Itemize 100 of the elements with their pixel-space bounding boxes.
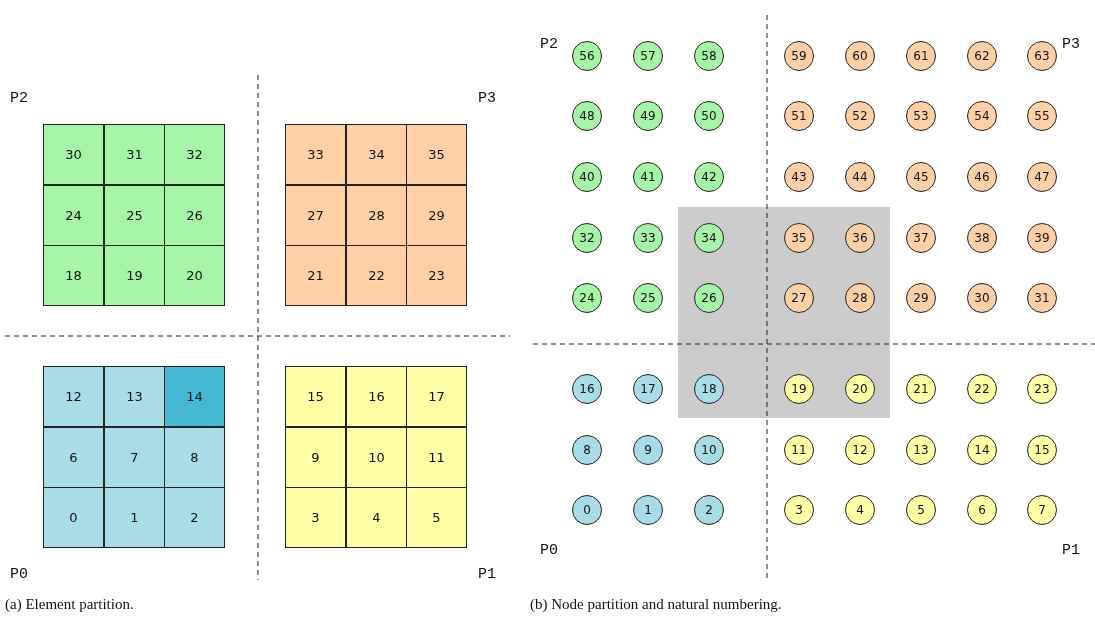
element-cell: 30 [43, 124, 104, 185]
mesh-node-circle: 42 [694, 162, 724, 192]
mesh-node-circle: 54 [967, 101, 997, 131]
element-cell: 26 [164, 185, 225, 246]
element-cell: 19 [104, 245, 165, 306]
mesh-node-circle: 38 [967, 223, 997, 253]
mesh-node-circle: 16 [572, 374, 602, 404]
mesh-node-circle: 7 [1027, 495, 1057, 525]
figure-caption: (a) Element partition. [5, 596, 134, 613]
mesh-node-circle: 32 [572, 223, 602, 253]
mesh-node-circle: 50 [694, 101, 724, 131]
mesh-node-circle: 5 [906, 495, 936, 525]
element-cell: 1 [104, 487, 165, 548]
mesh-node-circle: 40 [572, 162, 602, 192]
mesh-node-circle: 22 [967, 374, 997, 404]
mesh-node-circle: 51 [784, 101, 814, 131]
element-cell: 11 [406, 427, 467, 488]
element-cell: 27 [285, 185, 346, 246]
mesh-node-circle: 21 [906, 374, 936, 404]
mesh-node-circle: 41 [633, 162, 663, 192]
element-cell: 5 [406, 487, 467, 548]
element-cell: 15 [285, 366, 346, 427]
element-cell: 22 [346, 245, 407, 306]
mesh-node-circle: 45 [906, 162, 936, 192]
mesh-node-circle: 10 [694, 435, 724, 465]
partition-label: P1 [1062, 542, 1080, 559]
partition-label: P0 [540, 542, 558, 559]
mesh-node-circle: 3 [784, 495, 814, 525]
mesh-node-circle: 4 [845, 495, 875, 525]
element-cell: 14 [164, 366, 225, 427]
mesh-node-circle: 23 [1027, 374, 1057, 404]
mesh-node-circle: 48 [572, 101, 602, 131]
mesh-node-circle: 49 [633, 101, 663, 131]
partition-label: P2 [10, 90, 28, 107]
element-cell: 34 [346, 124, 407, 185]
mesh-node-circle: 9 [633, 435, 663, 465]
mesh-node-circle: 53 [906, 101, 936, 131]
mesh-node-circle: 43 [784, 162, 814, 192]
mesh-node-circle: 29 [906, 283, 936, 313]
partition-label: P2 [540, 36, 558, 53]
mesh-node-circle: 0 [572, 495, 602, 525]
element-cell: 18 [43, 245, 104, 306]
mesh-node-circle: 59 [784, 41, 814, 71]
mesh-node-circle: 14 [967, 435, 997, 465]
mesh-node-circle: 61 [906, 41, 936, 71]
mesh-node-circle: 12 [845, 435, 875, 465]
mesh-node-circle: 17 [633, 374, 663, 404]
mesh-node-circle: 33 [633, 223, 663, 253]
element-cell: 24 [43, 185, 104, 246]
mesh-node-circle: 39 [1027, 223, 1057, 253]
figure-caption: (b) Node partition and natural numbering. [530, 596, 782, 613]
element-cell: 12 [43, 366, 104, 427]
mesh-node-circle: 46 [967, 162, 997, 192]
mesh-node-circle: 2 [694, 495, 724, 525]
mesh-node-circle: 44 [845, 162, 875, 192]
mesh-node-circle: 60 [845, 41, 875, 71]
mesh-node-circle: 37 [906, 223, 936, 253]
element-cell: 10 [346, 427, 407, 488]
element-cell: 33 [285, 124, 346, 185]
element-cell: 6 [43, 427, 104, 488]
mesh-node-circle: 31 [1027, 283, 1057, 313]
element-cell: 13 [104, 366, 165, 427]
element-cell: 8 [164, 427, 225, 488]
partition-label: P0 [10, 566, 28, 583]
mesh-node-circle: 55 [1027, 101, 1057, 131]
element-cell: 25 [104, 185, 165, 246]
element-cell: 31 [104, 124, 165, 185]
mesh-node-circle: 8 [572, 435, 602, 465]
element-cell: 35 [406, 124, 467, 185]
element-cell: 29 [406, 185, 467, 246]
mesh-node-circle: 25 [633, 283, 663, 313]
element-cell: 20 [164, 245, 225, 306]
mesh-node-circle: 24 [572, 283, 602, 313]
element-cell: 21 [285, 245, 346, 306]
element-cell: 16 [346, 366, 407, 427]
mesh-node-circle: 30 [967, 283, 997, 313]
mesh-node-circle: 13 [906, 435, 936, 465]
element-cell: 7 [104, 427, 165, 488]
element-cell: 9 [285, 427, 346, 488]
partition-label: P3 [478, 90, 496, 107]
mesh-node-circle: 47 [1027, 162, 1057, 192]
element-cell: 2 [164, 487, 225, 548]
mesh-node-circle: 62 [967, 41, 997, 71]
mesh-node-circle: 57 [633, 41, 663, 71]
element-cell: 4 [346, 487, 407, 548]
mesh-node-circle: 63 [1027, 41, 1057, 71]
element-cell: 3 [285, 487, 346, 548]
element-cell: 17 [406, 366, 467, 427]
partition-label: P1 [478, 566, 496, 583]
mesh-node-circle: 6 [967, 495, 997, 525]
element-cell: 0 [43, 487, 104, 548]
element-cell: 28 [346, 185, 407, 246]
mesh-node-circle: 56 [572, 41, 602, 71]
element-cell: 23 [406, 245, 467, 306]
mesh-node-circle: 15 [1027, 435, 1057, 465]
mesh-node-circle: 52 [845, 101, 875, 131]
mesh-node-circle: 58 [694, 41, 724, 71]
partition-label: P3 [1062, 36, 1080, 53]
mesh-node-circle: 1 [633, 495, 663, 525]
element-cell: 32 [164, 124, 225, 185]
